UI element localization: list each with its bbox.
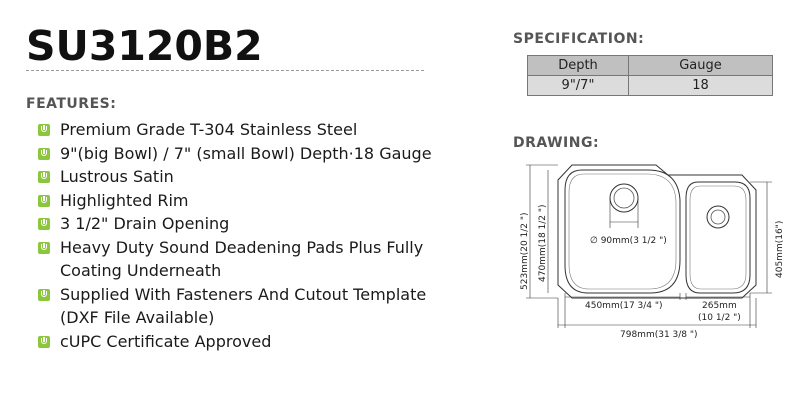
feature-item: Premium Grade T-304 Stainless Steel [38, 118, 458, 142]
model-title: SU3120B2 [26, 22, 263, 70]
check-bullet-icon [38, 124, 50, 136]
big-bowl-height-label: 470mm(18 1/2 ") [538, 204, 548, 282]
table-header-row: Depth Gauge [527, 55, 773, 76]
check-bullet-icon [38, 147, 50, 160]
features-heading: FEATURES: [26, 96, 117, 112]
small-bowl-height-label: 405mm(16") [775, 221, 785, 278]
feature-item: Lustrous Satin [38, 165, 458, 189]
features-list: Premium Grade T-304 Stainless Steel 9"(b… [38, 118, 458, 353]
sink-drawing: ∅ 90mm(3 1/2 ") 523mm(20 1/2 ") 470mm(18… [520, 164, 785, 340]
total-width-label: 798mm(31 3/8 ") [620, 330, 698, 340]
specification-heading: SPECIFICATION: [513, 31, 645, 47]
small-bowl-width-label: 265mm [702, 301, 737, 311]
big-bowl-drain-inner [613, 187, 635, 209]
big-bowl-inner [568, 173, 677, 290]
big-bowl-width-label: 450mm(17 3/4 ") [585, 301, 663, 311]
check-bullet-icon [38, 218, 50, 230]
cell-depth: 9"/7" [527, 75, 629, 96]
outer-height-label: 523mm(20 1/2 ") [520, 212, 530, 290]
small-bowl-drain-inner [710, 209, 726, 225]
big-bowl-outline [564, 169, 681, 294]
feature-item: 9"(big Bowl) / 7" (small Bowl) Depth·18 … [38, 142, 458, 166]
feature-item: Highlighted Rim [38, 189, 458, 213]
small-bowl-width-inch-label: (10 1/2 ") [698, 313, 741, 323]
column-header-gauge: Gauge [628, 55, 773, 76]
small-bowl-inner [689, 185, 747, 290]
feature-item: cUPC Certificate Approved [38, 330, 458, 354]
title-divider [26, 70, 424, 71]
drain-label: ∅ 90mm(3 1/2 ") [590, 236, 667, 246]
specification-table: Depth Gauge 9"/7" 18 [527, 55, 773, 96]
check-bullet-icon [38, 171, 50, 183]
feature-item: Supplied With Fasteners And Cutout Templ… [38, 283, 458, 330]
check-bullet-icon [38, 241, 50, 254]
check-bullet-icon [38, 335, 50, 348]
check-bullet-icon [38, 194, 50, 207]
sink-outer-rim [557, 164, 757, 299]
drawing-heading: DRAWING: [513, 135, 600, 151]
cell-gauge: 18 [628, 75, 773, 96]
table-row: 9"/7" 18 [527, 75, 773, 96]
check-bullet-icon [38, 288, 50, 301]
feature-item: 3 1/2" Drain Opening [38, 212, 458, 236]
small-bowl-drain [706, 205, 730, 229]
column-header-depth: Depth [527, 55, 629, 76]
small-bowl-outline [685, 181, 751, 294]
feature-item: Heavy Duty Sound Deadening Pads Plus Ful… [38, 236, 458, 283]
